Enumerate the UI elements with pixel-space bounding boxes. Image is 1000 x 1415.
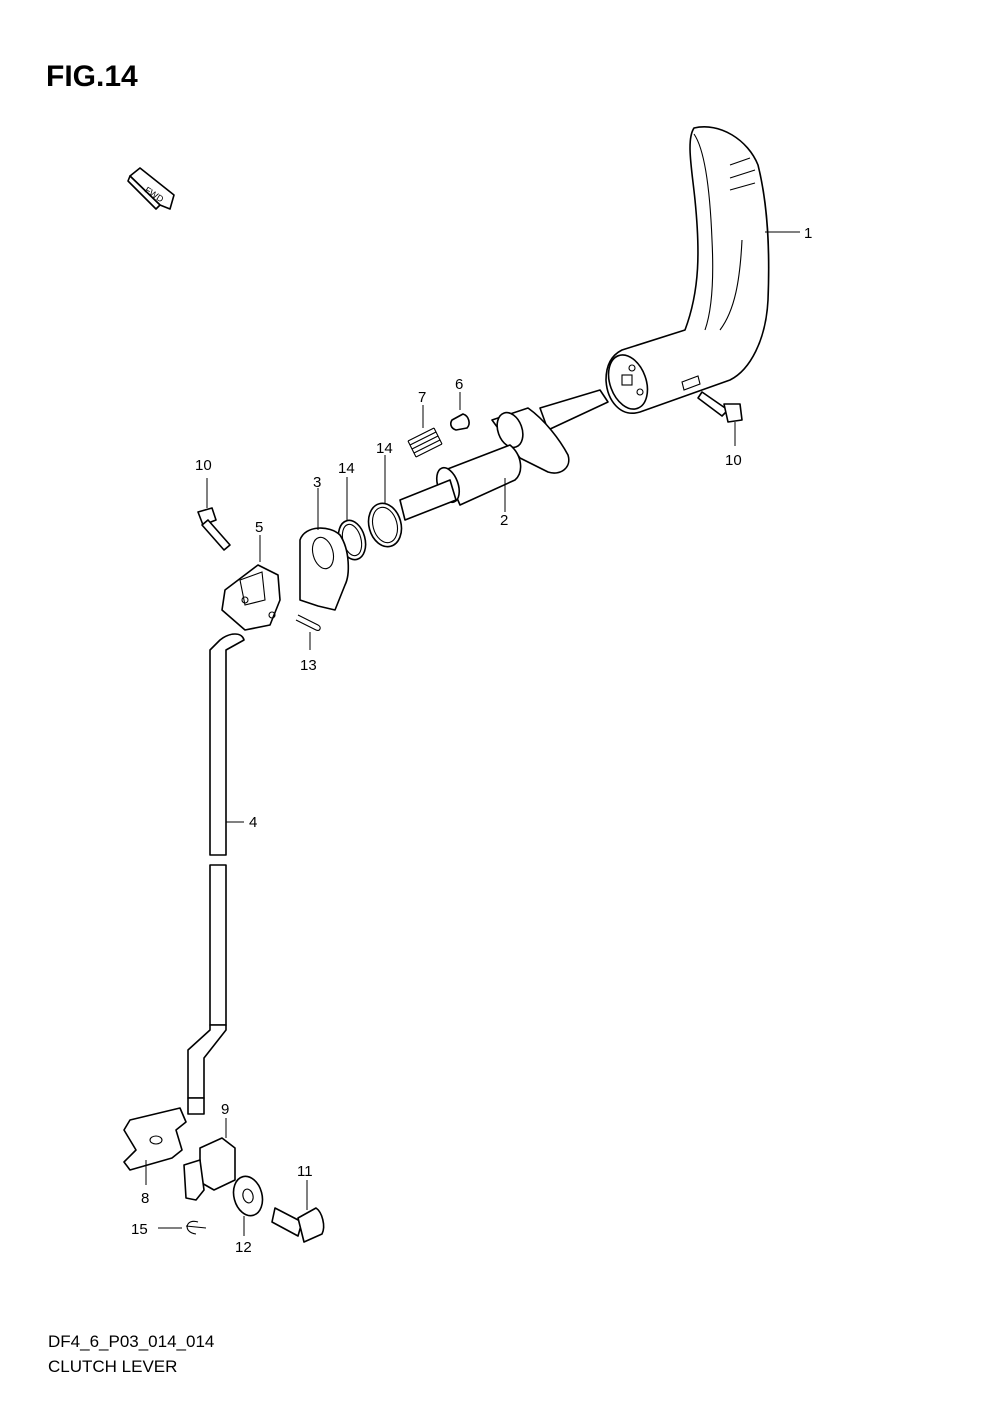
callout-12: 12 <box>235 1239 252 1256</box>
figure-code: DF4_6_P03_014_014 <box>48 1332 215 1351</box>
spring-part <box>407 405 443 458</box>
callout-9: 9 <box>221 1101 229 1118</box>
callout-14-left: 14 <box>338 460 355 477</box>
bolt-part-lower <box>271 1180 325 1243</box>
callout-6: 6 <box>455 376 463 393</box>
fwd-arrow-icon: FWD <box>127 167 175 210</box>
clip-plate-part <box>123 1107 187 1185</box>
callout-10-right: 10 <box>725 452 742 469</box>
link-arm-part <box>221 535 281 631</box>
clutch-shaft <box>399 389 609 521</box>
figure-name: CLUTCH LEVER <box>48 1357 178 1376</box>
callout-7: 7 <box>418 389 426 406</box>
callout-14-right: 14 <box>376 440 393 457</box>
callout-15: 15 <box>131 1221 148 1238</box>
callout-5: 5 <box>255 519 263 536</box>
cotter-pin-part <box>295 614 321 650</box>
callout-13: 13 <box>300 657 317 674</box>
callout-11: 11 <box>297 1163 313 1180</box>
lever-plate-part <box>299 488 350 611</box>
clutch-rod-part <box>187 633 245 1115</box>
callout-10-left: 10 <box>195 457 212 474</box>
pin-part <box>450 392 470 431</box>
figure-title: FIG.14 <box>46 60 138 93</box>
bolt-part-upper-left <box>197 478 231 551</box>
washer-part <box>232 1175 264 1236</box>
clutch-lever-handle <box>605 126 770 414</box>
e-ring-part <box>158 1220 207 1235</box>
callout-2: 2 <box>500 512 508 529</box>
bolt-part-right <box>697 391 743 446</box>
callout-8: 8 <box>141 1190 149 1207</box>
callout-3: 3 <box>313 474 321 491</box>
callout-4: 4 <box>249 814 257 831</box>
joint-part <box>183 1118 236 1201</box>
callout-1: 1 <box>804 225 812 242</box>
